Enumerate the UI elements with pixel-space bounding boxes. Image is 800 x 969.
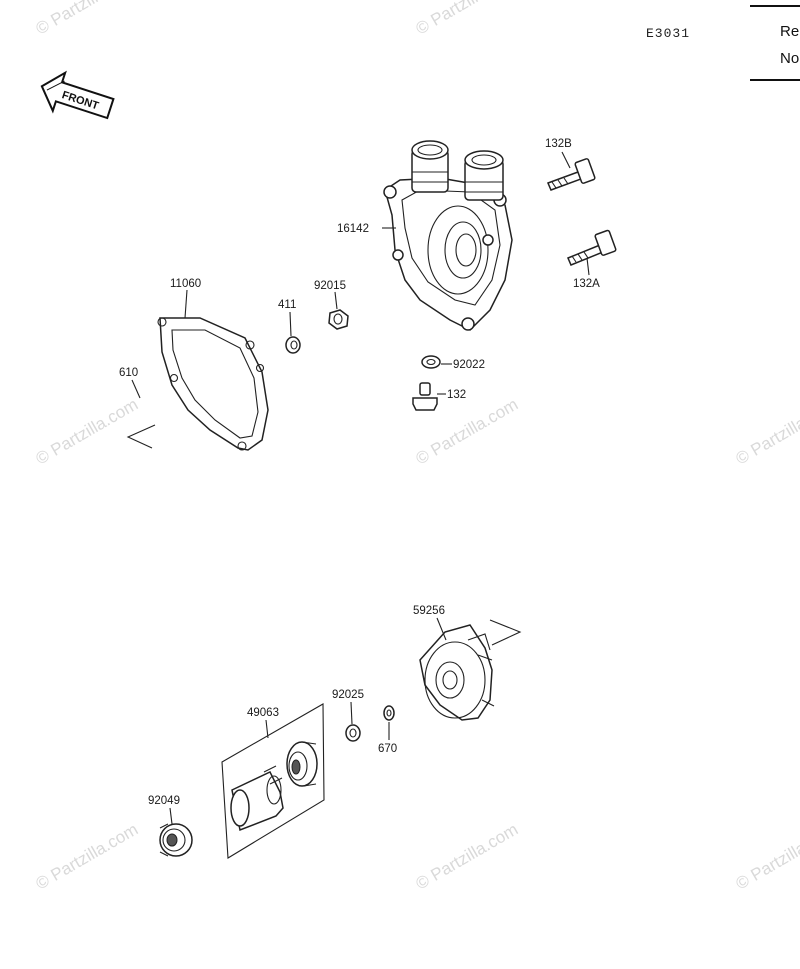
- reference-arrow: [126, 424, 156, 449]
- washer-92025-part[interactable]: [345, 724, 361, 742]
- side-panel-text-2: No: [780, 50, 799, 67]
- watermark: © Partzilla.com: [413, 0, 522, 38]
- callout-59256: 59256: [413, 605, 445, 617]
- callout-92025: 92025: [332, 689, 364, 701]
- diagram-code: E3031: [646, 26, 690, 41]
- watermark: © Partzilla.com: [733, 820, 800, 894]
- callout-11060: 11060: [170, 278, 201, 290]
- watermark: © Partzilla.com: [33, 0, 142, 38]
- pump-cover-part[interactable]: [383, 140, 513, 331]
- bolt-132a-part[interactable]: [567, 229, 617, 266]
- watermark: © Partzilla.com: [733, 395, 800, 469]
- callout-411: 411: [278, 299, 296, 311]
- watermark: © Partzilla.com: [33, 395, 142, 469]
- callout-132: 132: [447, 389, 466, 401]
- impeller-59256-part[interactable]: [419, 624, 495, 721]
- seal-49063-part[interactable]: [221, 703, 325, 859]
- bolt-132b-part[interactable]: [546, 158, 596, 191]
- washer-411-part[interactable]: [285, 336, 301, 354]
- callout-132a: 132A: [573, 278, 600, 290]
- callout-610: 610: [119, 367, 138, 379]
- side-panel-text-1: Re: [780, 23, 799, 40]
- gasket-11060-part[interactable]: [157, 317, 269, 451]
- washer-92022-part[interactable]: [421, 355, 441, 369]
- bearing-92049-part[interactable]: [159, 823, 193, 857]
- watermark: © Partzilla.com: [33, 820, 142, 894]
- watermark-layer: © Partzilla.com © Partzilla.com © Partzi…: [33, 0, 800, 893]
- washer-670-part[interactable]: [383, 705, 395, 721]
- callout-92015: 92015: [314, 280, 346, 292]
- callout-670: 670: [378, 743, 397, 755]
- callout-92049: 92049: [148, 795, 180, 807]
- side-info-panel: Re No: [750, 5, 800, 81]
- reference-arrow: [489, 619, 522, 646]
- front-arrow-icon: FRONT: [40, 70, 115, 120]
- nut-92015-part[interactable]: [328, 309, 349, 330]
- callout-92022: 92022: [453, 359, 485, 371]
- watermark: © Partzilla.com: [413, 820, 522, 894]
- bolt-132-part[interactable]: [412, 382, 438, 411]
- callout-49063: 49063: [247, 707, 279, 719]
- callout-132b: 132B: [545, 138, 572, 150]
- callout-16142: 16142: [337, 223, 369, 235]
